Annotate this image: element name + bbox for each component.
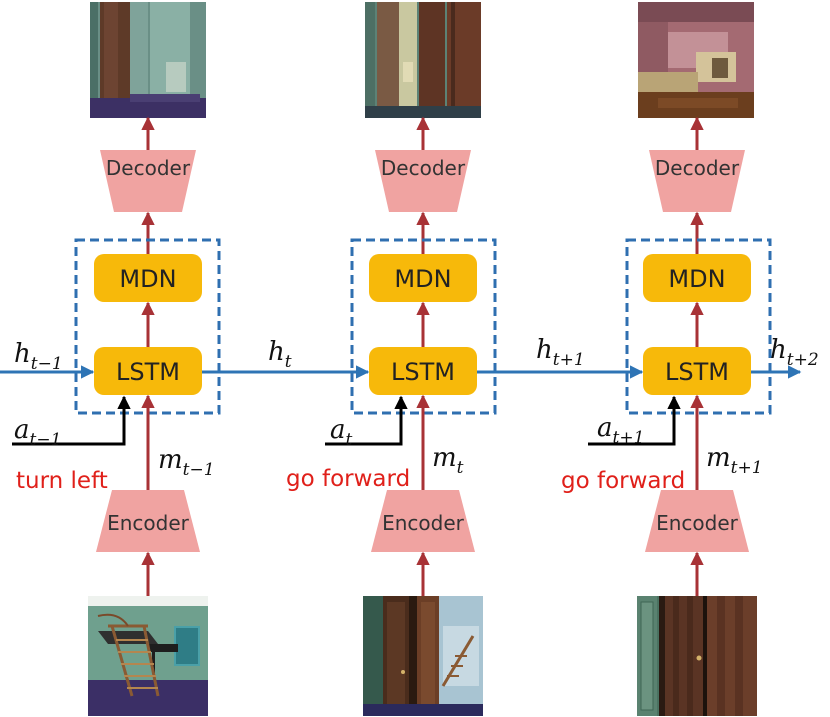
hidden-state-symbol: ht−1 xyxy=(14,339,63,374)
action-symbol: at−1 xyxy=(14,415,61,450)
action-symbol: at xyxy=(330,415,353,450)
mdn-label: MDN xyxy=(668,265,725,293)
hidden-state-symbol: ht xyxy=(268,337,292,372)
step-group: Decoder MDN LSTM at mt go forward Encode… xyxy=(286,2,497,716)
action-input-arrow xyxy=(325,395,408,446)
mdn-block xyxy=(369,254,477,302)
lstm-label: LSTM xyxy=(665,358,729,386)
input-image xyxy=(363,596,483,716)
output-image xyxy=(365,2,481,118)
action-symbol: at+1 xyxy=(597,413,644,448)
encoder-block xyxy=(371,490,475,552)
step-group: Decoder MDN LSTM at+1 mt+1 go forward En… xyxy=(561,2,772,716)
hidden-state-symbol: ht+2 xyxy=(770,335,819,370)
model-dashed-box xyxy=(350,238,497,415)
encoder-label: Encoder xyxy=(382,511,465,535)
step-group: Decoder MDN LSTM at−1 mt−1 turn left Enc… xyxy=(12,2,221,716)
model-dashed-box xyxy=(625,238,772,415)
output-image xyxy=(90,2,206,118)
decoder-label: Decoder xyxy=(381,156,466,180)
action-input-arrow xyxy=(12,395,131,446)
decoder-block xyxy=(100,150,196,212)
hidden-state-symbol: ht+1 xyxy=(536,335,585,370)
latent-symbol: mt+1 xyxy=(706,443,763,478)
encoder-block xyxy=(645,490,749,552)
decoder-block xyxy=(649,150,745,212)
mdn-block xyxy=(94,254,202,302)
action-text: go forward xyxy=(561,468,685,494)
decoder-label: Decoder xyxy=(106,156,191,180)
latent-symbol: mt−1 xyxy=(158,445,215,480)
encoder-label: Encoder xyxy=(107,511,190,535)
lstm-block xyxy=(369,347,477,395)
action-text: go forward xyxy=(286,466,410,492)
decoder-block xyxy=(375,150,471,212)
lstm-block xyxy=(643,347,751,395)
lstm-label: LSTM xyxy=(116,358,180,386)
lstm-block xyxy=(94,347,202,395)
encoder-label: Encoder xyxy=(656,511,739,535)
mdn-block xyxy=(643,254,751,302)
latent-symbol: mt xyxy=(432,443,464,478)
model-dashed-box xyxy=(74,238,221,415)
output-image xyxy=(638,2,754,118)
lstm-label: LSTM xyxy=(391,358,455,386)
encoder-block xyxy=(96,490,200,552)
action-input-arrow xyxy=(588,395,681,446)
input-image xyxy=(88,596,208,716)
action-text: turn left xyxy=(16,468,108,494)
mdn-label: MDN xyxy=(119,265,176,293)
mdn-label: MDN xyxy=(394,265,451,293)
input-image xyxy=(637,596,757,716)
decoder-label: Decoder xyxy=(655,156,740,180)
